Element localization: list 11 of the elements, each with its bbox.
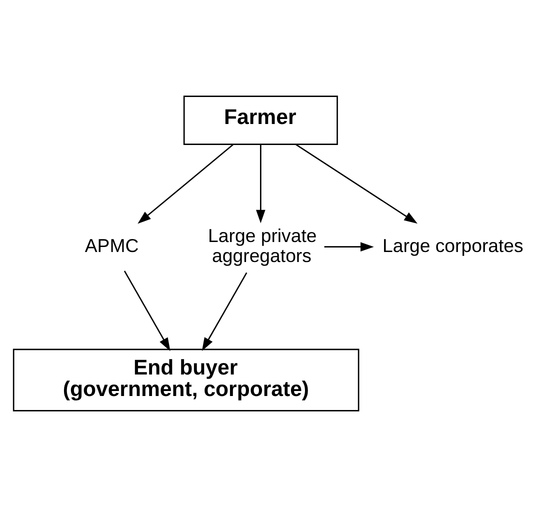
node-text: Large private aggregators: [208, 224, 317, 266]
arrow: [324, 242, 374, 251]
arrow: [295, 143, 418, 224]
arrow: [138, 143, 234, 224]
node-box: End buyer (government, corporate): [12, 348, 360, 411]
arrow: [124, 270, 170, 351]
arrow: [202, 272, 248, 350]
node-box: Farmer: [183, 95, 338, 144]
arrow: [256, 144, 266, 223]
node-text: APMC: [84, 234, 139, 256]
node-text: Large corporates: [382, 234, 524, 256]
